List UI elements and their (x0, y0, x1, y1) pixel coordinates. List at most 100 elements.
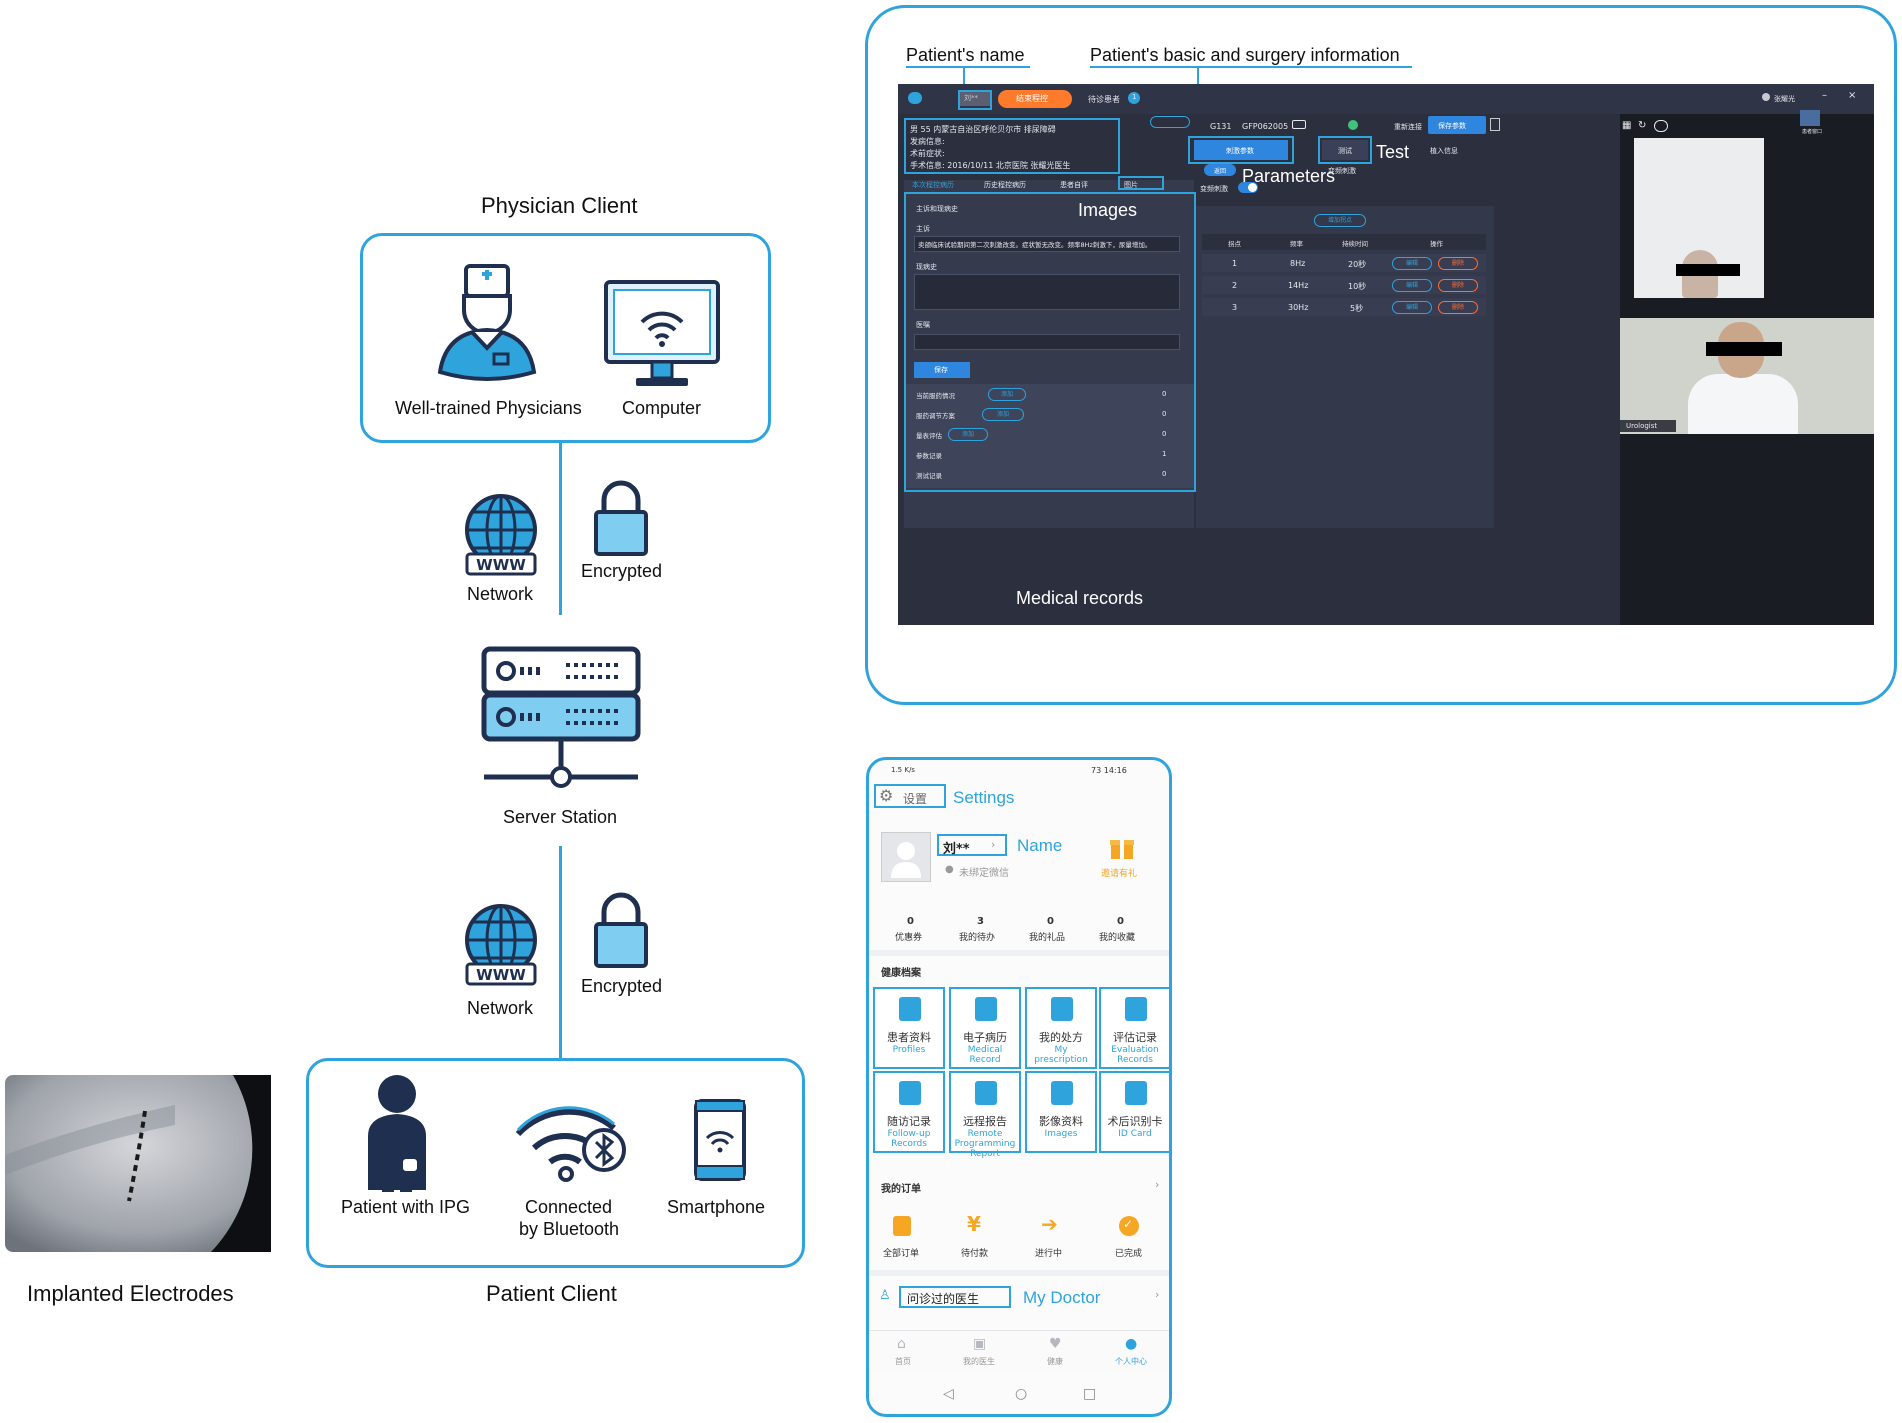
delete-button[interactable]: 删除 (1438, 257, 1478, 270)
gear-icon: ⚙ (879, 786, 894, 805)
annotation-underline (1090, 66, 1412, 68)
lock-icon (594, 892, 648, 968)
reconnect-button[interactable]: 重新连接 (1394, 123, 1422, 131)
row-label[interactable]: 量表评估 (916, 432, 942, 440)
order-label[interactable]: 进行中 (1035, 1249, 1063, 1259)
nav-home[interactable]: 首页 (895, 1357, 911, 1366)
doctor-box[interactable] (899, 1286, 1011, 1308)
history-input[interactable] (914, 274, 1180, 310)
tab-images[interactable]: 图片 (1124, 181, 1138, 189)
var-freq-toggle-label: 变频刺激 (1200, 185, 1228, 193)
close-icon[interactable]: × (1848, 90, 1857, 101)
divider (869, 1270, 1169, 1276)
nav-profile[interactable]: 个人中心 (1115, 1357, 1147, 1366)
row-label[interactable]: 测试记录 (916, 472, 942, 480)
waiting-patients-label[interactable]: 待诊患者 (1088, 95, 1120, 104)
name-box[interactable] (937, 834, 1007, 856)
follow-up-icon (899, 1081, 921, 1105)
edit-button[interactable]: 编辑 (1392, 279, 1432, 292)
row-label[interactable]: 参数记录 (916, 452, 942, 460)
tab-self-eval[interactable]: 患者自评 (1060, 181, 1088, 189)
camera-icon[interactable] (1654, 120, 1668, 132)
chevron-right-icon[interactable]: › (1155, 1178, 1160, 1191)
grid-icon[interactable]: ▦ (1622, 120, 1632, 131)
edit-button[interactable]: 编辑 (1392, 257, 1432, 270)
stat-num: 0 (907, 916, 914, 927)
delete-button[interactable]: 删除 (1438, 279, 1478, 292)
edit-button[interactable]: 编辑 (1392, 301, 1432, 314)
order-label[interactable]: 已完成 (1115, 1249, 1143, 1259)
recent-square-icon[interactable]: □ (1083, 1386, 1097, 1402)
table-cell: 8Hz (1290, 259, 1306, 268)
section-title[interactable]: 主诉和现病史 (916, 205, 958, 213)
row-add-button[interactable]: 添加 (948, 428, 988, 441)
table-cell: 2 (1232, 281, 1238, 290)
waiting-count: 1 (1132, 93, 1137, 101)
settings-box[interactable] (874, 784, 946, 808)
table-cell: 1 (1232, 259, 1238, 268)
bottom-nav (869, 1330, 1169, 1374)
collapse-button[interactable] (1150, 116, 1190, 128)
row-label[interactable]: 服药调节方案 (916, 412, 955, 420)
wechat-status[interactable]: 未绑定微信 (959, 868, 1009, 879)
tile-en: Medical Record (967, 1045, 1003, 1065)
delete-button[interactable]: 删除 (1438, 301, 1478, 314)
nav-doctor[interactable]: 我的医生 (963, 1357, 995, 1366)
privacy-bar (1676, 264, 1740, 276)
end-session-button[interactable] (998, 90, 1072, 108)
chevron-right-icon[interactable]: › (1155, 1288, 1160, 1301)
stat-label[interactable]: 我的礼品 (1029, 933, 1066, 943)
home-circle-icon[interactable]: ○ (1015, 1386, 1028, 1402)
tab-current-record[interactable]: 本次程控病历 (912, 181, 954, 189)
stim-params-button[interactable] (1194, 140, 1288, 160)
table-row (1202, 254, 1486, 272)
back-button[interactable] (1204, 164, 1236, 176)
clipboard-icon[interactable] (1490, 118, 1500, 131)
stat-label[interactable]: 我的收藏 (1099, 933, 1136, 943)
nav-health[interactable]: 健康 (1047, 1357, 1063, 1366)
globe-icon: WWW (465, 494, 537, 576)
patient-video-thumb[interactable] (1800, 110, 1820, 126)
test-button[interactable] (1322, 140, 1368, 160)
var-freq-tab[interactable]: 变频刺激 (1328, 167, 1356, 175)
implant-info-button[interactable]: 植入信息 (1430, 147, 1458, 155)
user-name[interactable]: 张耀光 (1774, 95, 1795, 103)
order-label[interactable]: 全部订单 (883, 1249, 920, 1259)
order-label[interactable]: 待付款 (961, 1249, 989, 1259)
bluetooth-icon (515, 1106, 626, 1182)
tab-history-record[interactable]: 历史程控病历 (984, 181, 1026, 189)
back-triangle-icon[interactable]: ◁ (943, 1386, 954, 1402)
save-params-button[interactable] (1428, 116, 1486, 134)
row-add-button[interactable]: 添加 (988, 388, 1026, 401)
urologist-coat (1688, 374, 1798, 434)
patient-label: Patient with IPG (341, 1197, 471, 1217)
tile-en: Profiles (892, 1045, 926, 1055)
stat-num: 0 (1047, 916, 1054, 927)
lock-icon (594, 480, 648, 556)
patient-name-tag[interactable] (960, 91, 990, 106)
table-row (1202, 298, 1486, 316)
gift-icon[interactable] (1109, 834, 1135, 860)
health-title: 健康档案 (881, 968, 921, 979)
chief-complaint-input[interactable] (914, 236, 1180, 252)
save-button[interactable] (914, 362, 970, 378)
advice-input[interactable] (914, 334, 1180, 350)
tile-cn: 影像资料 (1039, 1115, 1083, 1128)
minimize-icon[interactable]: – (1822, 90, 1827, 101)
refresh-icon[interactable]: ↻ (1638, 120, 1647, 131)
patient-name-text: 刘** (964, 94, 978, 102)
row-label[interactable]: 当前服药情况 (916, 392, 955, 400)
tile-cn: 远程报告 (963, 1115, 1007, 1128)
stat-label[interactable]: 优惠券 (895, 933, 923, 943)
row-add-button[interactable]: 添加 (982, 408, 1024, 421)
stat-label[interactable]: 我的待办 (959, 933, 996, 943)
add-point-button[interactable]: 增加拐点 (1314, 214, 1366, 227)
